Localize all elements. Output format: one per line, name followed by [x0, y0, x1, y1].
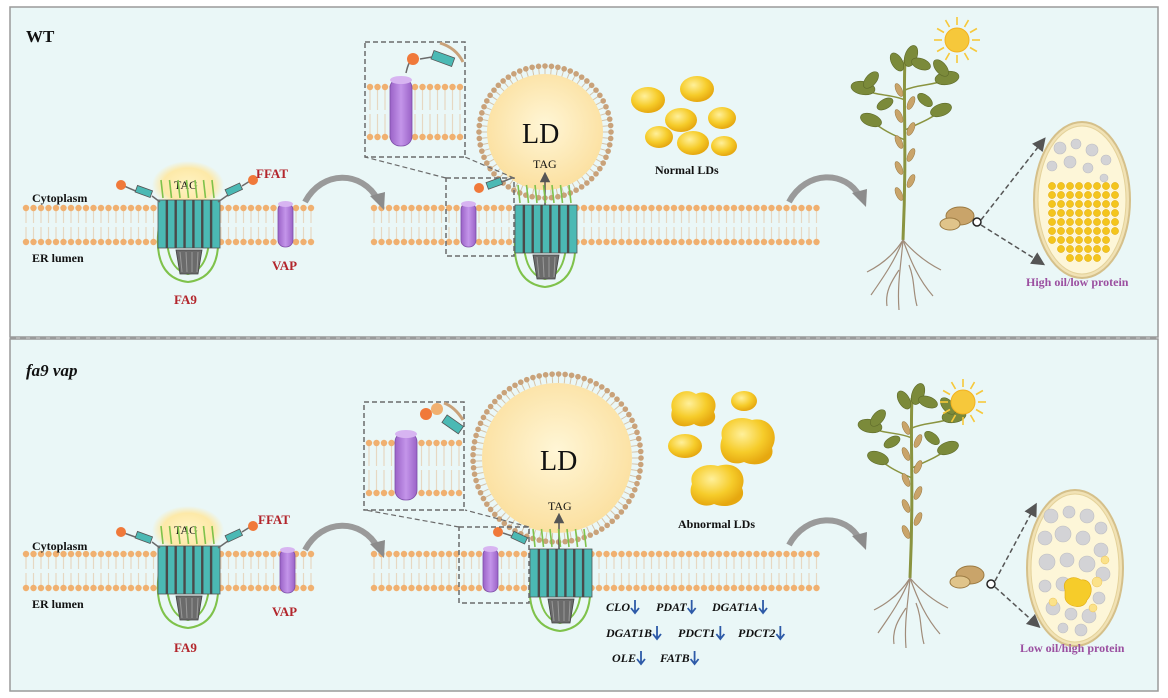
fa9-channel [156, 179, 221, 284]
ld-label: LD [522, 119, 559, 150]
abnormal-lds-label: Abnormal LDs [678, 517, 755, 531]
gene-label: PDAT [656, 600, 687, 614]
ffat-motif-left [116, 180, 161, 203]
sun-icon-mutant [940, 379, 986, 425]
transition-arrow-mutant [302, 522, 381, 552]
down-arrow-icon [636, 651, 646, 666]
down-arrow-icon [630, 600, 640, 615]
gene-label: PDCT1 [678, 626, 715, 640]
zoom-box-small-mutant [458, 526, 530, 604]
ffat-label: FFAT [256, 166, 288, 181]
normal-lds-label: Normal LDs [655, 163, 719, 177]
ffat-motif-right [217, 175, 258, 203]
abnormal-lds-cluster [668, 391, 775, 507]
seed-cross-section-mutant [1026, 489, 1124, 647]
ld-label-mutant: LD [540, 446, 577, 477]
panel-title-wt: WT [26, 27, 55, 46]
down-arrow-icon [689, 651, 700, 666]
mutant-lipid-droplet: LD TAG [364, 371, 644, 633]
seed-wt [939, 137, 1046, 266]
vap-protein-mutant [279, 547, 296, 594]
cytoplasm-label: Cytoplasm [32, 191, 87, 205]
transition-arrowhead-mutant [370, 540, 385, 558]
vap-protein [277, 201, 294, 248]
down-arrow-icon [775, 626, 786, 641]
er-lumen-label: ER lumen [32, 251, 84, 265]
zoom-inset-mutant [363, 401, 465, 511]
tag-label: TAG [174, 178, 198, 192]
down-arrow-icon [686, 600, 697, 615]
vap-label: VAP [272, 258, 297, 273]
vap-label-mutant: VAP [272, 604, 297, 619]
ffat-motif-right-mutant [217, 521, 258, 549]
transition-arrowhead [370, 192, 385, 210]
ffat-motif-ld [474, 176, 513, 193]
fa9-label: FA9 [174, 292, 197, 307]
vap-protein-ld [460, 201, 477, 248]
panel-title-mutant: fa9 vap [26, 361, 77, 380]
sun-icon [934, 17, 980, 63]
tag-ld-label: TAG [533, 157, 557, 171]
cytoplasm-label-mutant: Cytoplasm [32, 539, 87, 553]
soybean-plant-wt [850, 45, 960, 311]
gene-label: DGAT1B [605, 626, 652, 640]
gene-label: FATB [659, 651, 690, 665]
gene-label: DGAT1A [711, 600, 758, 614]
vap-protein-ld-mutant [482, 546, 499, 593]
fa9-label-mutant: FA9 [174, 640, 197, 655]
transition-arrow-mutant-2 [786, 517, 863, 547]
zoom-box-small [445, 177, 515, 257]
down-arrow-icon [758, 600, 768, 615]
tag-label-mutant: TAG [174, 523, 198, 537]
seed-cross-section-wt [1033, 121, 1131, 279]
down-arrow-icon [715, 626, 726, 641]
down-arrow-icon [652, 626, 662, 641]
gene-label: PDCT2 [738, 626, 775, 640]
transition-arrow [302, 174, 381, 204]
seed-phenotype-mutant: Low oil/high protein [1020, 641, 1125, 655]
wt-left-complex: Cytoplasm ER lumen TAG FFAT VAP FA9 [32, 161, 297, 307]
ffat-label-mutant: FFAT [258, 512, 290, 527]
seed-mutant [949, 502, 1041, 629]
zoom-inset-wt [364, 41, 466, 158]
ffat-motif-left-mutant [116, 527, 161, 549]
transition-arrow-2 [786, 174, 863, 204]
fa9-channel-mutant [156, 525, 221, 630]
mutant-left-complex: Cytoplasm ER lumen TAG FFAT VAP FA9 [32, 506, 297, 655]
gene-label: CLO [606, 600, 630, 614]
tag-ld-label-mutant: TAG [548, 499, 572, 513]
transition-arrowhead-mutant-2 [852, 532, 867, 550]
normal-lds-cluster [631, 76, 737, 156]
gene-label: OLE [612, 651, 636, 665]
fa9-channel-ld-mutant [528, 528, 593, 633]
wt-lipid-droplet: LD TAG [364, 63, 614, 289]
fa9-channel-ld [513, 184, 578, 289]
transition-arrowhead-2 [852, 189, 867, 207]
er-lumen-label-mutant: ER lumen [32, 597, 84, 611]
ffat-motif-ld-mutant [493, 527, 529, 545]
seed-phenotype-wt: High oil/low protein [1026, 275, 1129, 289]
soybean-plant-mutant [857, 383, 967, 649]
